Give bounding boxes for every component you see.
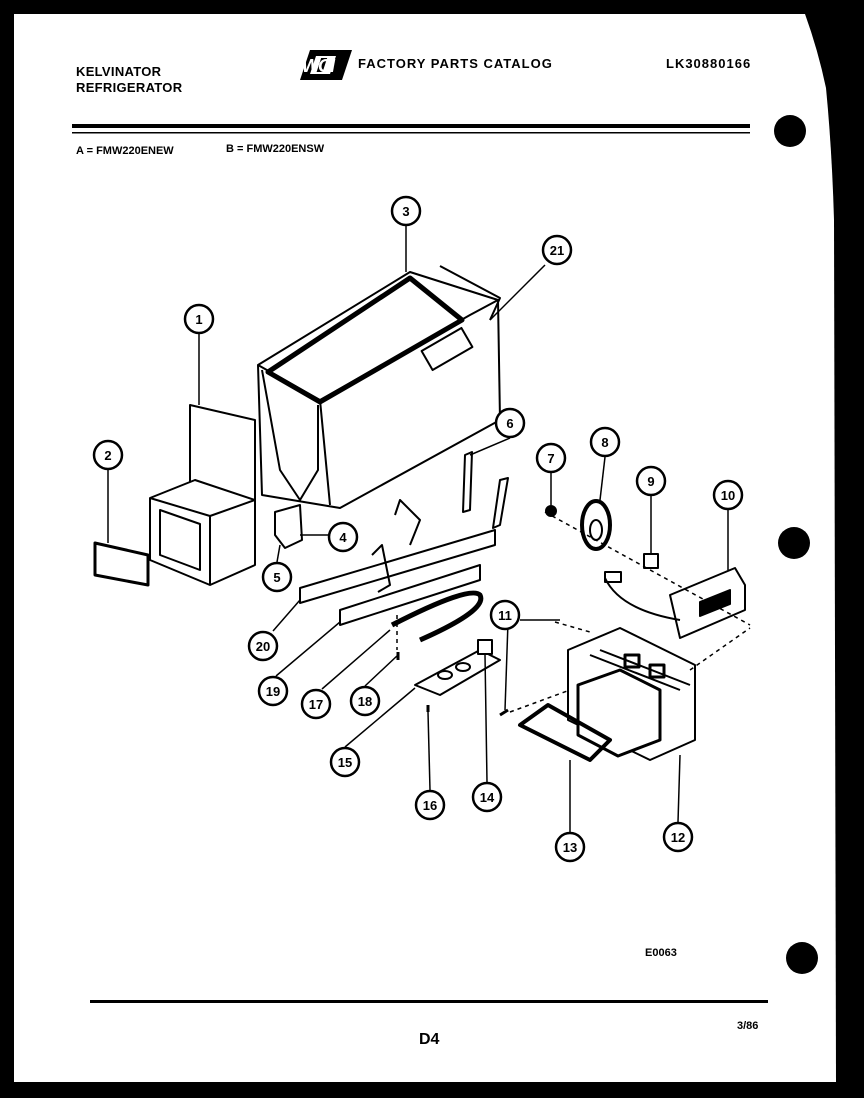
callout-label: 7 — [547, 451, 554, 466]
callout-5: 5 — [261, 561, 293, 593]
callout-label: 6 — [506, 416, 513, 431]
callout-label: 14 — [480, 790, 495, 805]
callout-9: 9 — [635, 465, 667, 497]
footer-rule — [90, 1000, 768, 1003]
callout-11: 11 — [489, 599, 521, 631]
motor-housing-part — [567, 627, 696, 761]
leader-lines — [107, 226, 729, 832]
binder-hole-bottom — [786, 942, 818, 974]
callout-circle — [712, 479, 744, 511]
callout-18: 18 — [349, 685, 381, 717]
gasket-part — [518, 703, 612, 762]
callout-circle — [489, 599, 521, 631]
callout-circle — [471, 781, 503, 813]
callout-circle — [257, 675, 289, 707]
callout-label: 8 — [601, 435, 608, 450]
nut-part — [545, 505, 557, 517]
callout-label: 20 — [256, 639, 270, 654]
callout-1: 1 — [183, 303, 215, 335]
callout-12: 12 — [662, 821, 694, 853]
assembly-lines — [396, 511, 751, 713]
auger-housing-part — [299, 499, 496, 626]
drawing-code: E0063 — [645, 947, 677, 959]
model-b: B = FMW220ENSW — [226, 143, 325, 155]
callout-circle — [247, 630, 279, 662]
callout-label: 5 — [273, 570, 280, 585]
callout-3: 3 — [390, 195, 422, 227]
callout-circle — [535, 442, 567, 474]
catalog-number: LK30880166 — [666, 56, 752, 71]
header-rule-thin — [72, 132, 750, 134]
callout-circle — [349, 685, 381, 717]
callout-2: 2 — [92, 439, 124, 471]
callout-label: 11 — [498, 608, 512, 623]
callout-4: 4 — [327, 521, 359, 553]
panel-insert-part — [93, 541, 150, 587]
callout-14: 14 — [471, 781, 503, 813]
callout-label: 13 — [563, 840, 577, 855]
date-code: 3/86 — [737, 1020, 759, 1032]
callout-circle — [92, 439, 124, 471]
callout-label: 12 — [671, 830, 685, 845]
callout-16: 16 — [414, 789, 446, 821]
page-label: D4 — [419, 1031, 440, 1048]
callout-7: 7 — [535, 442, 567, 474]
model-a: A = FMW220ENEW — [76, 145, 174, 157]
brand-name: KELVINATOR — [76, 64, 162, 79]
callout-label: 15 — [338, 755, 352, 770]
linkage-arm-part — [462, 451, 509, 529]
callout-circle — [662, 821, 694, 853]
header-rule-thick — [72, 124, 750, 128]
callout-label: 2 — [104, 448, 111, 463]
callout-circle — [554, 831, 586, 863]
ice-bucket-part — [257, 265, 501, 509]
callout-label: 18 — [358, 694, 372, 709]
product-type: REFRIGERATOR — [76, 80, 183, 95]
wci-logo — [300, 50, 352, 80]
switch-assembly-part — [604, 567, 746, 639]
drive-gear-part — [580, 499, 612, 551]
callout-17: 17 — [300, 688, 332, 720]
callout-circle — [541, 234, 573, 266]
callout-circle — [414, 789, 446, 821]
heater-part — [390, 590, 484, 643]
door-panel-part — [149, 404, 256, 586]
callout-10: 10 — [712, 479, 744, 511]
callout-20: 20 — [247, 630, 279, 662]
callout-label: 4 — [339, 530, 347, 545]
callout-6: 6 — [494, 407, 526, 439]
callout-8: 8 — [589, 426, 621, 458]
bracket-part — [274, 504, 303, 549]
callout-circle — [635, 465, 667, 497]
callout-circle — [300, 688, 332, 720]
callout-15: 15 — [329, 746, 361, 778]
callout-circle — [183, 303, 215, 335]
callout-circle — [390, 195, 422, 227]
binder-hole-top — [774, 115, 806, 147]
callout-19: 19 — [257, 675, 289, 707]
binder-hole-middle — [778, 527, 810, 559]
mounting-plate-part — [414, 639, 501, 696]
callout-label: 9 — [647, 474, 654, 489]
callout-circle — [589, 426, 621, 458]
callout-circle — [327, 521, 359, 553]
callout-label: 21 — [550, 243, 564, 258]
callout-label: 16 — [423, 798, 437, 813]
callout-label: 10 — [721, 488, 735, 503]
callout-circle — [261, 561, 293, 593]
callout-circle — [494, 407, 526, 439]
callout-label: 17 — [309, 697, 323, 712]
logo-text: WCI — [302, 56, 335, 76]
catalog-title: FACTORY PARTS CATALOG — [358, 56, 553, 71]
callout-13: 13 — [554, 831, 586, 863]
callout-label: 19 — [266, 684, 280, 699]
callout-label: 3 — [402, 204, 409, 219]
callout-21: 21 — [541, 234, 573, 266]
coupler-part — [643, 553, 659, 569]
callout-label: 1 — [195, 312, 202, 327]
callout-circle — [329, 746, 361, 778]
